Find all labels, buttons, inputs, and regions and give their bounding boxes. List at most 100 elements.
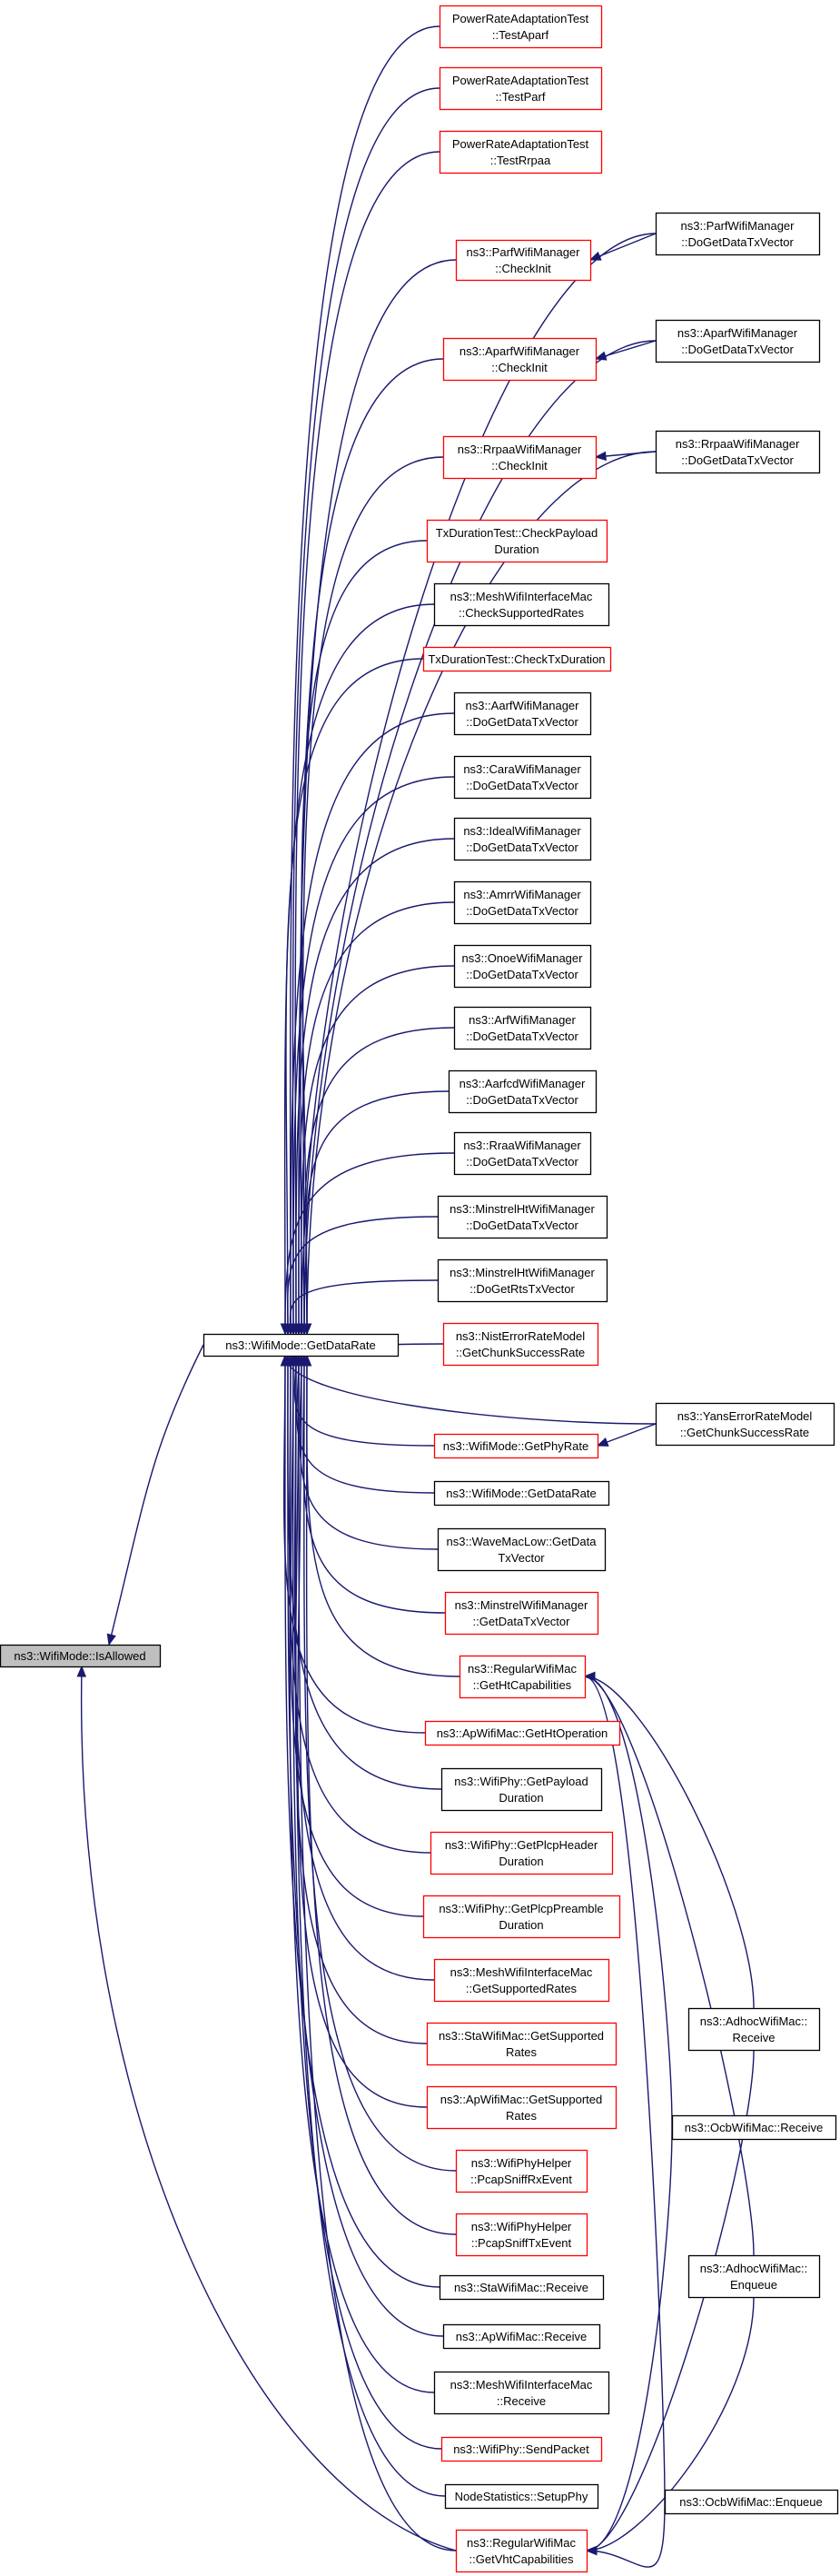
node-adhoc_enqueue[interactable]: ns3::AdhocWifiMac::Enqueue [687,2254,821,2299]
node-getphyrate[interactable]: ns3::WifiMode::GetPhyRate [433,1433,599,1459]
node-rrpaa_checkinit[interactable]: ns3::RrpaaWifiManager::CheckInit [442,435,598,480]
node-gethtcap[interactable]: ns3::RegularWifiMac::GetHtCapabilities [459,1655,587,1699]
edge-checktxduration-to-getdatarate [285,658,424,1335]
edge-ocb_receive-to-getvhtcap [586,2126,673,2551]
node-adhoc_receive[interactable]: ns3::AdhocWifiMac::Receive [687,2007,821,2052]
node-box [422,646,612,672]
node-label: ::CheckInit [491,361,548,374]
node-label: ns3::AparfWifiManager [460,344,580,358]
node-aarfcd[interactable]: ns3::AarfcdWifiManager::DoGetDataTxVecto… [448,1069,598,1114]
node-label: ns3::MeshWifiInterfaceMac [450,590,593,603]
node-minstrelht_rts[interactable]: ns3::MinstrelHtWifiManager::DoGetRtsTxVe… [437,1258,608,1303]
node-label: ns3::WifiPhyHelper [471,2220,572,2233]
node-label: PowerRateAdaptationTest [452,137,589,151]
node-ocb_enqueue[interactable]: ns3::OcbWifiMac::Enqueue [664,2489,839,2515]
node-rrpaa_doget[interactable]: ns3::RrpaaWifiManager::DoGetDataTxVector [655,430,821,474]
node-box [442,1322,599,1367]
node-aparf_checkinit[interactable]: ns3::AparfWifiManager::CheckInit [442,337,598,382]
node-mesh_receive[interactable]: ns3::MeshWifiInterfaceMac::Receive [433,2371,610,2415]
node-label: TxVector [498,1551,545,1565]
node-label: ::GetChunkSuccessRate [456,1346,585,1359]
node-box [433,1958,610,2003]
edge-mesh_receive-to-getdatarate [289,1355,435,2393]
edge-testaparf-to-getdatarate [289,25,440,1335]
node-label: ::PcapSniffRxEvent [470,2173,572,2186]
node-box [437,1527,607,1572]
node-setupphy[interactable]: NodeStatistics::SetupPhy [444,2483,599,2510]
node-getdatarate[interactable]: ns3::WifiMode::GetDataRate [203,1333,400,1358]
node-aarf[interactable]: ns3::AarfWifiManager::DoGetDataTxVector [453,691,592,736]
node-isallowed: ns3::WifiMode::IsAllowed [0,1644,162,1668]
node-label: ns3::WifiPhy::GetPlcpPreamble [439,1902,603,1915]
node-label: ::DoGetRtsTxVector [469,1282,575,1296]
edge-getvhtcap-to-isallowed [80,1666,457,2551]
node-minstrelht_data[interactable]: ns3::MinstrelHtWifiManager::DoGetDataTxV… [437,1195,608,1239]
node-onoe[interactable]: ns3::OnoeWifiManager::DoGetDataTxVector [453,944,592,989]
edge-ocb_enqueue-to-getvhtcap [586,2501,666,2568]
node-label: ::DoGetDataTxVector [466,840,578,854]
node-label: ns3::RrpaaWifiManager [458,443,582,456]
edge-pcaptx-to-getdatarate [305,1355,457,2235]
node-ideal[interactable]: ns3::IdealWifiManager::DoGetDataTxVector [453,817,592,861]
node-wavemaclow[interactable]: ns3::WaveMacLow::GetDataTxVector [437,1527,607,1572]
node-label: ::TestAparf [492,28,549,42]
node-label: ns3::ApWifiMac::GetSupported [440,2093,602,2106]
node-label: ns3::ApWifiMac::Receive [456,2330,588,2343]
node-label: ::CheckInit [491,459,548,472]
node-box [453,755,592,800]
node-nisterror[interactable]: ns3::NistErrorRateModel::GetChunkSuccess… [442,1322,599,1367]
node-box [426,519,608,563]
node-getvhtcap[interactable]: ns3::RegularWifiMac::GetVhtCapabilities [455,2529,588,2573]
node-ap_receive[interactable]: ns3::ApWifiMac::Receive [442,2323,601,2350]
edge-sta_getsupported-to-getdatarate [294,1355,428,2044]
node-gethtop[interactable]: ns3::ApWifiMac::GetHtOperation [424,1720,621,1746]
node-pcaprx[interactable]: ns3::WifiPhyHelper::PcapSniffRxEvent [455,2149,588,2193]
node-testrrpaa[interactable]: PowerRateAdaptationTest::TestRrpaa [439,130,603,174]
node-ap_getsupported[interactable]: ns3::ApWifiMac::GetSupportedRates [426,2085,618,2130]
node-label: ::DoGetDataTxVector [681,343,794,356]
node-box [0,1644,162,1668]
node-sta_getsupported[interactable]: ns3::StaWifiMac::GetSupportedRates [426,2022,618,2066]
node-ocb_receive[interactable]: ns3::OcbWifiMac::Receive [671,2114,837,2141]
node-label: ::GetHtCapabilities [473,1678,572,1692]
arrowhead-getdatarate-to-isallowed [106,1633,116,1646]
node-box [453,880,592,925]
node-getdatarate2[interactable]: ns3::WifiMode::GetDataRate [433,1480,610,1507]
node-label: PowerRateAdaptationTest [452,12,589,25]
node-rraa[interactable]: ns3::RraaWifiManager::DoGetDataTxVector [453,1131,592,1176]
node-mesh_checksupported[interactable]: ns3::MeshWifiInterfaceMac::CheckSupporte… [433,582,610,627]
node-label: ns3::RegularWifiMac [467,2536,576,2550]
node-label: ns3::MinstrelHtWifiManager [450,1266,595,1279]
node-parf_checkinit[interactable]: ns3::ParfWifiManager::CheckInit [455,239,592,282]
node-box [437,1195,608,1239]
node-testparf[interactable]: PowerRateAdaptationTest::TestParf [439,66,603,111]
edge-minstrelht_rts-to-getdatarate [289,1279,439,1335]
node-amrr[interactable]: ns3::AmrrWifiManager::DoGetDataTxVector [453,880,592,925]
node-sta_receive[interactable]: ns3::StaWifiMac::Receive [439,2274,605,2301]
node-box [422,1895,621,1939]
edge-setupphy-to-getdatarate [294,1355,446,2497]
node-arf[interactable]: ns3::ArfWifiManager::DoGetDataTxVector [453,1006,592,1050]
node-aparf_doget[interactable]: ns3::AparfWifiManager::DoGetDataTxVector [655,319,821,363]
node-box [655,430,821,474]
node-label: ns3::AarfWifiManager [466,699,580,712]
node-sendpacket[interactable]: ns3::WifiPhy::SendPacket [440,2436,603,2462]
edge-aarfcd-to-getdatarate [305,1090,450,1335]
node-cara[interactable]: ns3::CaraWifiManager::DoGetDataTxVector [453,755,592,800]
node-pcaptx[interactable]: ns3::WifiPhyHelper::PcapSniffTxEvent [455,2213,588,2257]
node-label: ns3::IdealWifiManager [463,824,581,838]
node-label: PowerRateAdaptationTest [452,74,589,87]
node-checktxduration[interactable]: TxDurationTest::CheckTxDuration [422,646,612,672]
node-minstrel[interactable]: ns3::MinstrelWifiManager::GetDataTxVecto… [444,1591,599,1636]
node-label: TxDurationTest::CheckTxDuration [428,652,605,666]
node-parf_doget[interactable]: ns3::ParfWifiManager::DoGetDataTxVector [655,212,821,256]
node-yanserror[interactable]: ns3::YansErrorRateModel::GetChunkSuccess… [655,1402,835,1447]
node-mesh_getsupported[interactable]: ns3::MeshWifiInterfaceMac::GetSupportedR… [433,1958,610,2003]
node-testaparf[interactable]: PowerRateAdaptationTest::TestAparf [439,5,603,49]
node-label: ns3::WifiPhyHelper [471,2156,572,2170]
arrowhead-rrpaa_doget-to-getdatarate [301,1323,312,1336]
